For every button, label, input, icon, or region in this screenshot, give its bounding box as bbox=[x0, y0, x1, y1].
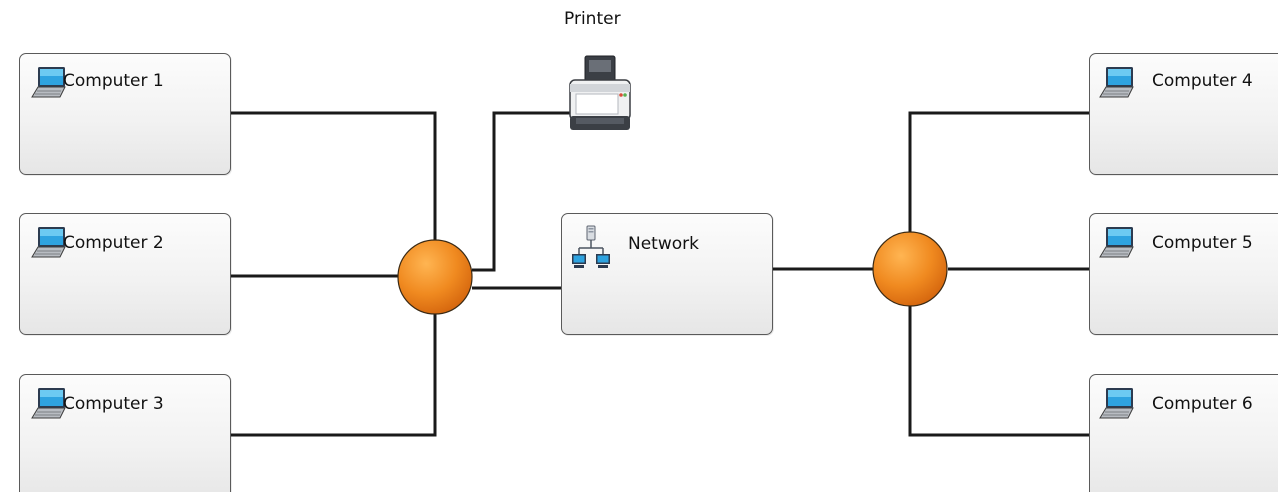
laptop-icon bbox=[31, 67, 66, 98]
connector-computer-1-hub bbox=[231, 111, 437, 240]
connector-hub-computer-4 bbox=[908, 111, 1090, 232]
computer-1-node[interactable]: Computer 1 bbox=[19, 53, 231, 175]
computer-3-label: Computer 3 bbox=[63, 394, 164, 414]
computer-3-node[interactable]: Computer 3 bbox=[19, 374, 231, 492]
network-label: Network bbox=[628, 234, 699, 254]
printer-icon[interactable] bbox=[566, 54, 634, 134]
computer-5-node[interactable]: Computer 5 bbox=[1089, 213, 1278, 335]
connector-computer-3-hub bbox=[231, 314, 437, 437]
laptop-icon bbox=[31, 227, 66, 258]
laptop-icon bbox=[31, 388, 66, 419]
computer-2-label: Computer 2 bbox=[63, 233, 164, 253]
computer-5-label: Computer 5 bbox=[1152, 233, 1253, 253]
hub-left[interactable] bbox=[397, 239, 473, 315]
computer-6-label: Computer 6 bbox=[1152, 394, 1253, 414]
connector-hub-computer-6 bbox=[908, 306, 1090, 437]
computer-2-node[interactable]: Computer 2 bbox=[19, 213, 231, 335]
computer-1-label: Computer 1 bbox=[63, 71, 164, 91]
laptop-icon bbox=[1099, 67, 1134, 98]
laptop-icon bbox=[1099, 388, 1134, 419]
printer-label: Printer bbox=[564, 9, 621, 29]
hub-right[interactable] bbox=[872, 231, 948, 307]
computer-4-label: Computer 4 bbox=[1152, 71, 1253, 91]
computer-6-node[interactable]: Computer 6 bbox=[1089, 374, 1278, 492]
connector-hub-printer bbox=[472, 111, 572, 272]
computer-4-node[interactable]: Computer 4 bbox=[1089, 53, 1278, 175]
network-icon bbox=[572, 225, 610, 268]
network-node[interactable]: Network bbox=[561, 213, 773, 335]
laptop-icon bbox=[1099, 227, 1134, 258]
